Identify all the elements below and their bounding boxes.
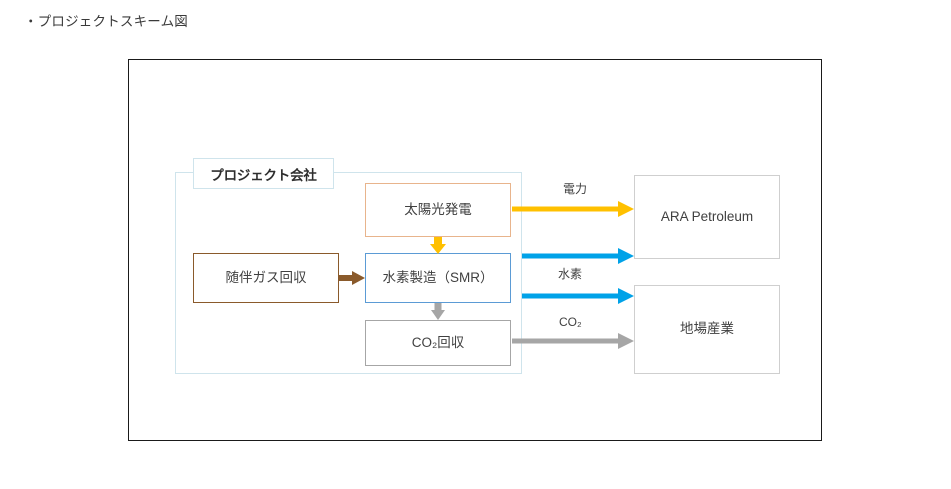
node-ara-petroleum: ARA Petroleum — [634, 175, 780, 259]
flow-label-hydrogen: 水素 — [558, 267, 583, 281]
flow-label-co2: CO₂ — [559, 315, 582, 329]
node-local-industry: 地場産業 — [634, 285, 780, 374]
node-solar-power: 太陽光発電 — [365, 183, 511, 237]
flow-label-power: 電力 — [563, 182, 588, 196]
node-associated-gas-recovery: 随伴ガス回収 — [193, 253, 339, 303]
node-co2-capture: CO₂回収 — [365, 320, 511, 366]
node-hydrogen-production-smr: 水素製造（SMR） — [365, 253, 511, 303]
page-title: ・プロジェクトスキーム図 — [24, 14, 188, 29]
project-company-group — [175, 172, 522, 374]
project-company-label: プロジェクト会社 — [193, 158, 334, 189]
